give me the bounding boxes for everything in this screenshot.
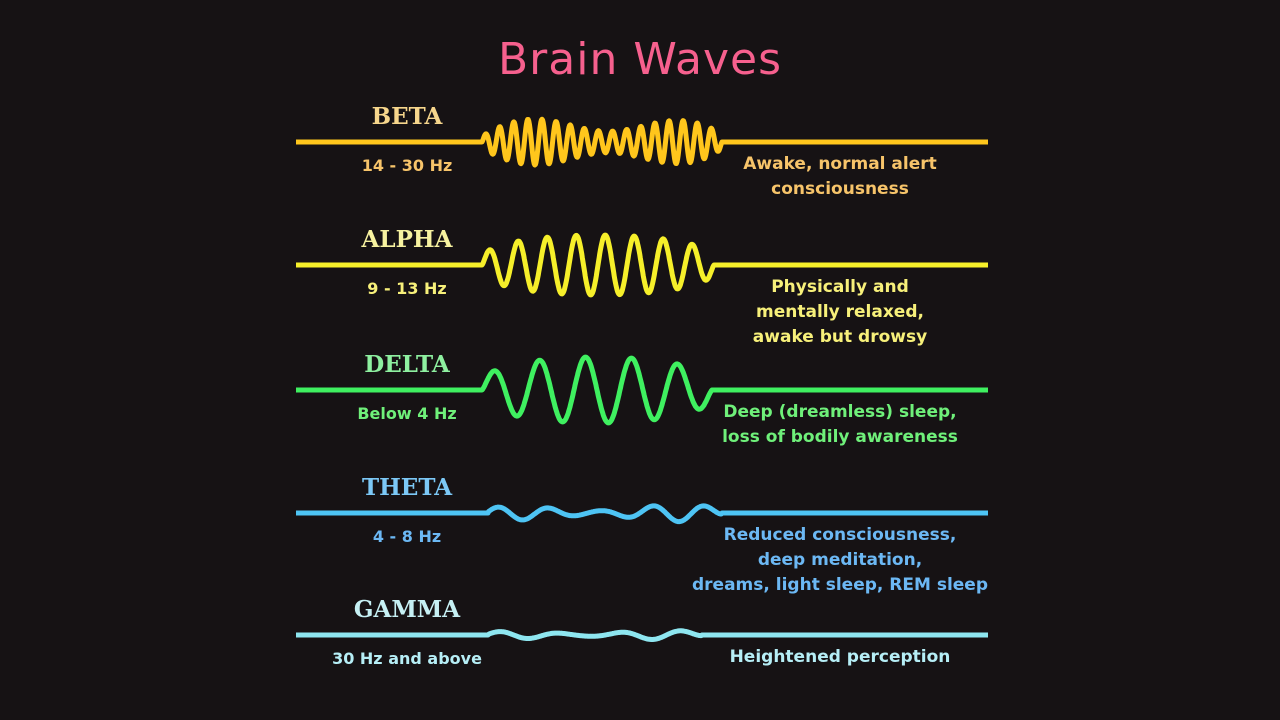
description-line: awake but drowsy: [752, 327, 928, 347]
beta-label: BETA: [371, 103, 443, 130]
alpha-frequency: 9 - 13 Hz: [367, 279, 447, 298]
description-line: Physically and: [771, 277, 909, 297]
delta-wave: [296, 354, 988, 426]
gamma-description: Heightened perception: [670, 645, 1010, 670]
delta-description: Deep (dreamless) sleep, loss of bodily aw…: [670, 400, 1010, 450]
delta-frequency: Below 4 Hz: [357, 404, 457, 423]
gamma-wave: [296, 628, 988, 642]
description-line: Deep (dreamless) sleep,: [723, 402, 957, 422]
beta-wave: [296, 116, 988, 168]
page-title: Brain Waves: [497, 34, 783, 85]
beta-frequency: 14 - 30 Hz: [361, 156, 453, 175]
alpha-description: Physically and mentally relaxed, awake but…: [670, 275, 1010, 350]
delta-label: DELTA: [364, 351, 450, 378]
description-line: dreams, light sleep, REM sleep: [692, 575, 988, 595]
description-line: Heightened perception: [729, 647, 951, 667]
theta-description: Reduced consciousness, deep meditation, dr…: [670, 523, 1010, 598]
gamma-frequency: 30 Hz and above: [332, 649, 482, 668]
description-line: Reduced consciousness,: [723, 525, 957, 545]
theta-frequency: 4 - 8 Hz: [372, 527, 442, 546]
alpha-label: ALPHA: [361, 226, 453, 253]
description-line: Awake, normal alert: [743, 154, 937, 174]
description-line: mentally relaxed,: [756, 302, 924, 322]
beta-description: Awake, normal alert consciousness: [670, 152, 1010, 202]
alpha-wave: [296, 232, 988, 298]
gamma-label: GAMMA: [353, 596, 461, 623]
description-line: consciousness: [771, 179, 909, 199]
description-line: loss of bodily awareness: [722, 427, 958, 447]
theta-wave: [296, 503, 988, 525]
description-line: deep meditation,: [757, 550, 923, 570]
theta-label: THETA: [361, 474, 453, 501]
